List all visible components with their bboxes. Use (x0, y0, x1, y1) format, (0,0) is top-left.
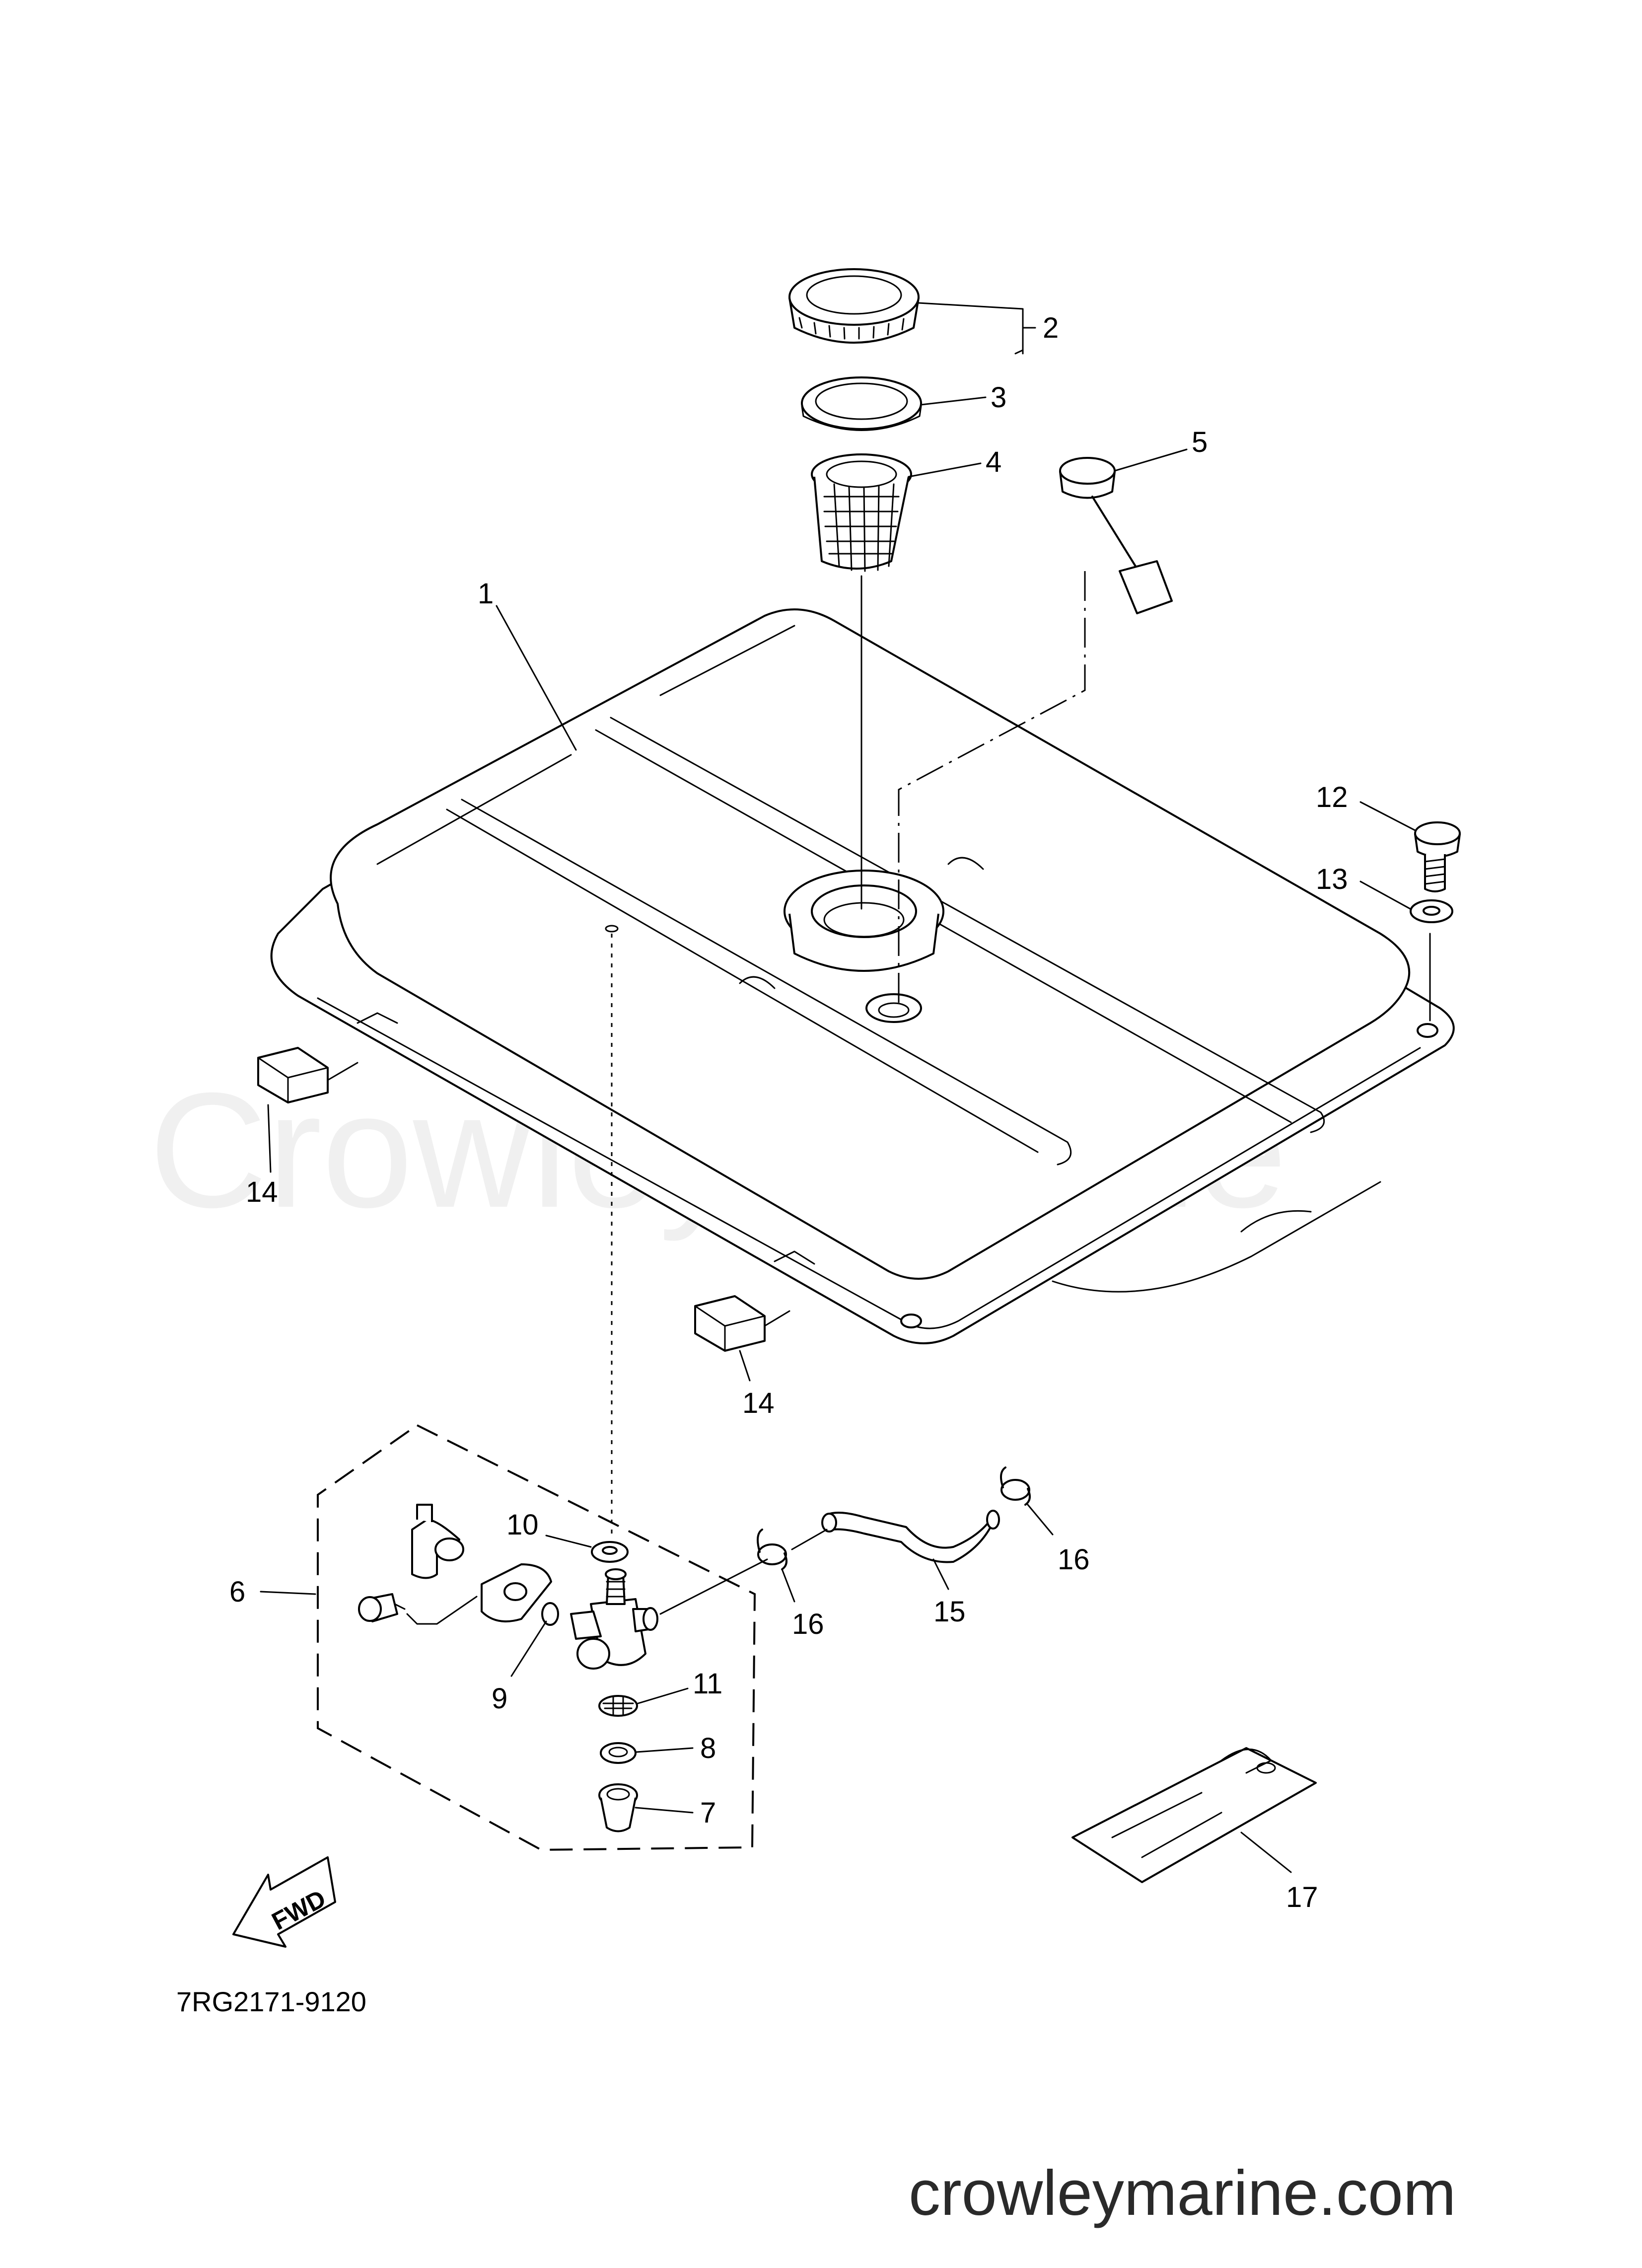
hose-clamp-right (1000, 1466, 1031, 1506)
callout-8: 8 (700, 1732, 716, 1764)
leader-lines (260, 302, 1431, 1873)
callout-5: 5 (1192, 426, 1208, 458)
fwd-arrow-icon: FWD (232, 1856, 336, 1948)
tank-clip-left (257, 1047, 329, 1103)
callout-16-right: 16 (1058, 1543, 1090, 1576)
callout-12: 12 (1316, 781, 1348, 813)
fuel-cock-assembly (317, 1424, 756, 1851)
callout-1: 1 (478, 578, 494, 610)
callout-10: 10 (506, 1509, 539, 1541)
hose-clamp-left (757, 1529, 787, 1570)
bolt-washer (1410, 899, 1453, 923)
fuel-hose (821, 1510, 1000, 1563)
callout-15: 15 (933, 1596, 966, 1628)
part-code: 7RG2171-9120 (176, 1986, 366, 2017)
callout-6: 6 (229, 1576, 245, 1608)
cap-gasket (801, 376, 922, 431)
callout-7: 7 (700, 1797, 716, 1829)
callout-14-left: 14 (246, 1176, 278, 1208)
callout-14-right: 14 (742, 1387, 775, 1419)
tank-clip-right (694, 1295, 766, 1352)
callout-13: 13 (1316, 863, 1348, 895)
callout-labels: 1 2 3 4 5 6 7 8 9 10 11 12 13 14 14 15 1… (229, 312, 1348, 1913)
fuel-gauge (1059, 457, 1173, 614)
callout-11: 11 (693, 1668, 722, 1700)
fuel-tank (270, 608, 1455, 1344)
tank-bolt (1414, 821, 1461, 892)
callout-3: 3 (991, 381, 1006, 414)
callout-17: 17 (1286, 1881, 1318, 1913)
parts-bag (1071, 1747, 1317, 1883)
website-url: crowleymarine.com (909, 2158, 1456, 2229)
callout-16-left: 16 (792, 1608, 824, 1640)
callout-2: 2 (1043, 312, 1059, 344)
fuel-cap (788, 268, 920, 344)
fuel-strainer (811, 453, 912, 572)
callout-4: 4 (986, 446, 1001, 478)
callout-9: 9 (492, 1683, 507, 1715)
